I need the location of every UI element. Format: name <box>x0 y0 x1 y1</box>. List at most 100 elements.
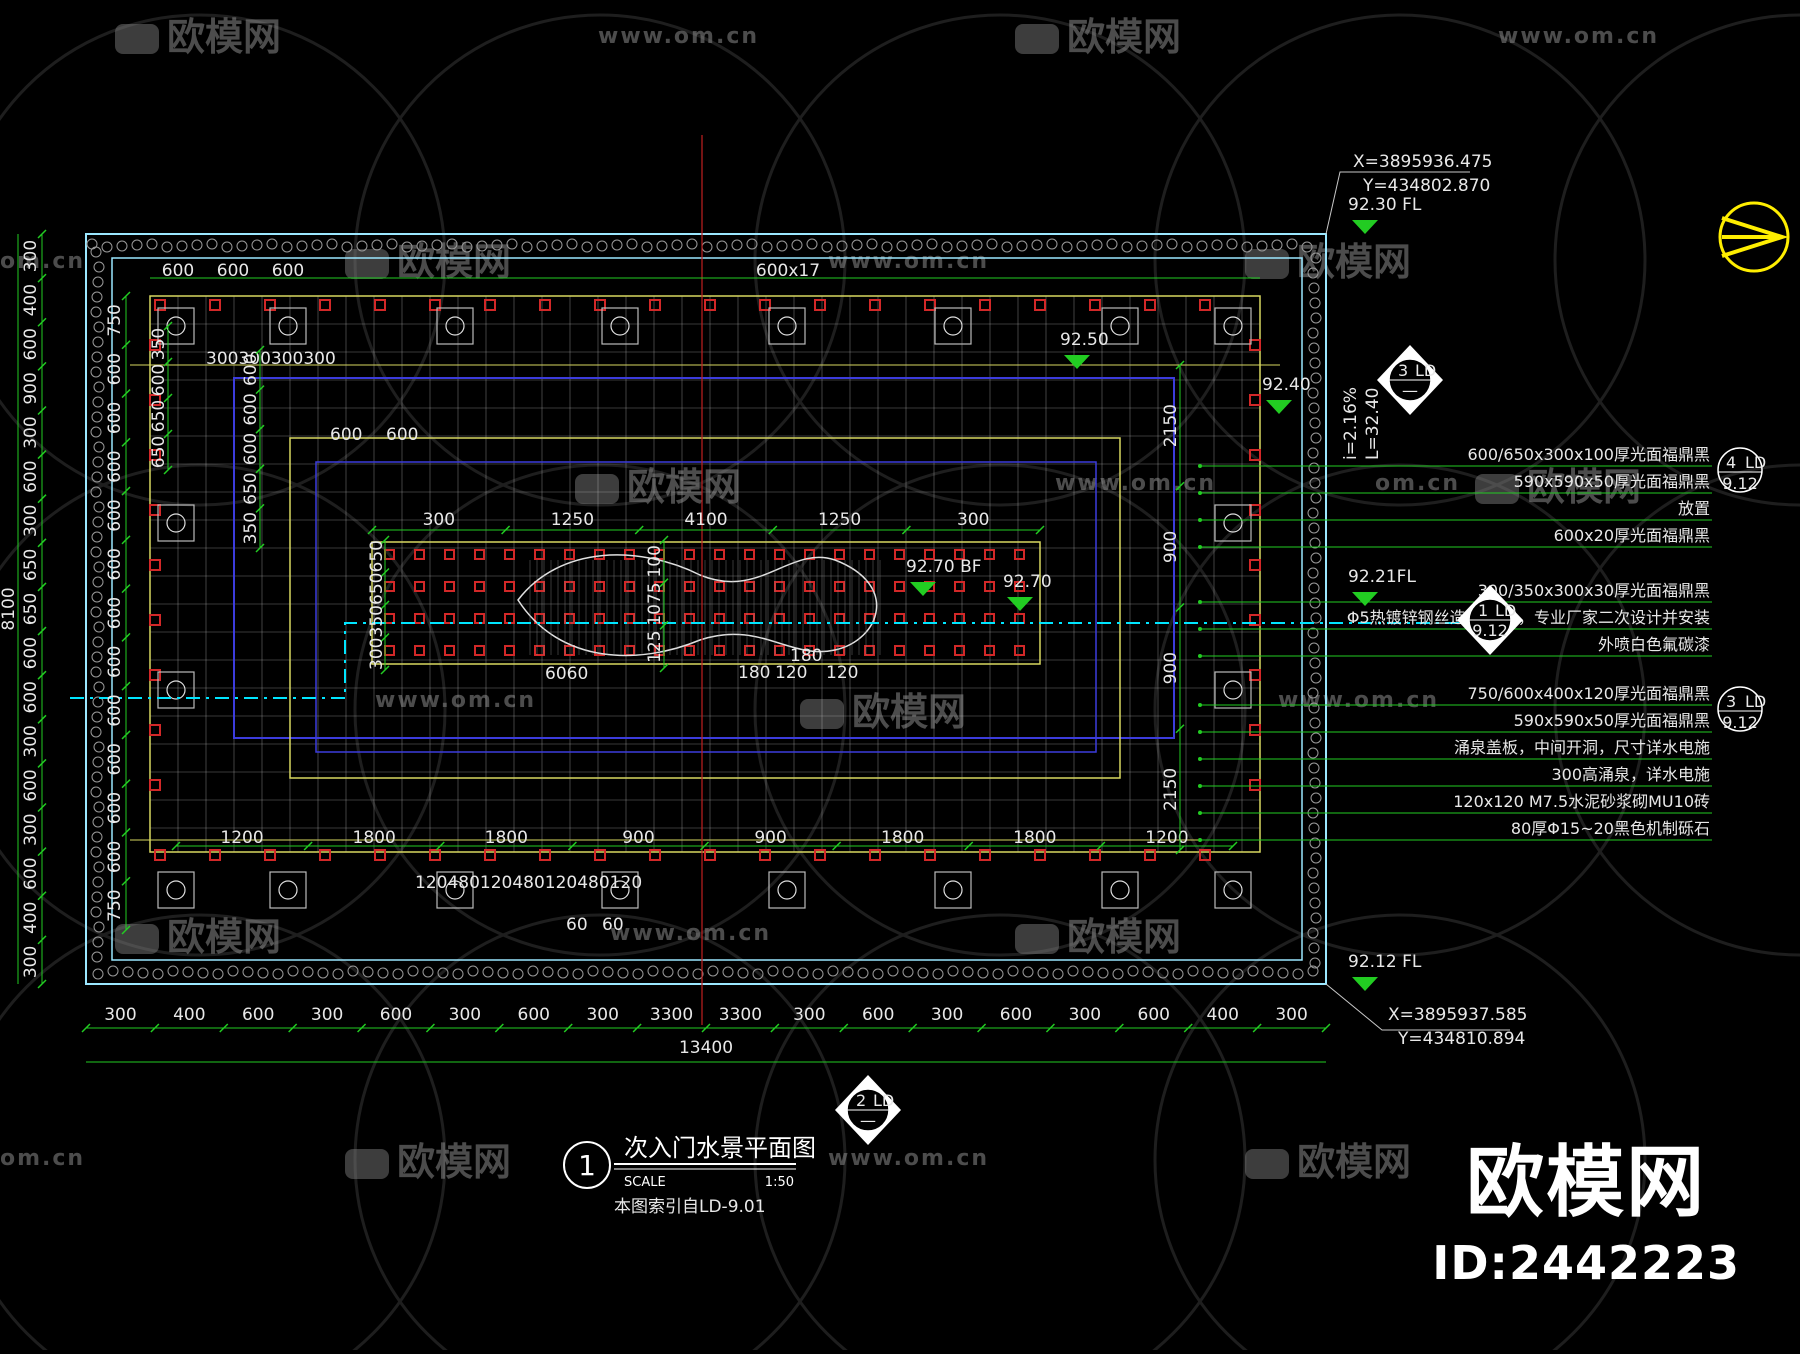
gravel-stone <box>347 965 359 977</box>
pier <box>984 549 995 560</box>
gravel-stone <box>1151 239 1163 251</box>
dim-center-left-v-tick <box>380 535 390 545</box>
dim-left-inner-value: 600 <box>105 792 125 824</box>
brand-id: ID:2442223 <box>1432 1236 1740 1290</box>
level-value: 92.40 <box>1262 375 1311 395</box>
dim-bottom-tick <box>81 1023 91 1033</box>
gravel-stone <box>1308 282 1320 294</box>
gravel-stone <box>1037 967 1049 979</box>
gravel-stone <box>91 291 103 303</box>
dim-left-v1-tick <box>163 357 173 367</box>
gravel-stone <box>212 968 224 980</box>
pier <box>474 613 485 624</box>
fountain-jet <box>1214 671 1252 709</box>
dim-bottom-value: 600 <box>862 1005 894 1025</box>
level-triangle-icon <box>1352 977 1378 991</box>
dim-inner-a-tick <box>964 841 974 851</box>
gravel-stone <box>1309 477 1321 489</box>
gravel-stone <box>1031 239 1043 251</box>
callout-dot <box>1198 491 1202 495</box>
dim-left-inner-tick <box>121 632 131 642</box>
pier <box>594 299 606 311</box>
watermark-circle <box>1553 463 1800 957</box>
pier <box>704 299 716 311</box>
pier <box>894 613 905 624</box>
watermark-circle <box>0 13 447 507</box>
pier <box>474 581 485 592</box>
gravel-stone <box>977 967 989 979</box>
fountain-jet-icon <box>610 880 630 900</box>
gravel-stone <box>302 966 314 978</box>
pier <box>1249 614 1261 626</box>
section-mark-ref: — <box>860 1111 876 1130</box>
gravel-stone <box>1307 267 1319 279</box>
fountain-jet <box>601 871 639 909</box>
gravel-stone <box>92 516 104 528</box>
level-mark: 92.12 FL <box>1348 952 1422 991</box>
fountain-jet-icon <box>166 513 186 533</box>
pier <box>534 645 545 656</box>
pier <box>1249 669 1261 681</box>
gravel-stone <box>1157 967 1169 979</box>
dim-bottom-tick <box>494 1023 504 1033</box>
fountain-jet <box>157 871 195 909</box>
dim-bottom-tick <box>632 1023 642 1033</box>
gravel-stone <box>281 241 293 253</box>
scale-label: SCALE <box>624 1175 666 1190</box>
pier <box>894 645 905 656</box>
gravel-stone <box>91 831 103 843</box>
watermark-sofa-icon <box>1475 474 1519 504</box>
gravel-stone <box>92 876 104 888</box>
dim-left-v1-tick <box>163 393 173 403</box>
pier <box>1014 581 1025 592</box>
watermark-url: www.om.cn <box>1498 24 1659 49</box>
pier <box>594 613 605 624</box>
gravel-stone <box>611 239 623 251</box>
watermark-circle <box>753 913 1247 1354</box>
watermark-sofa-icon <box>1245 1149 1289 1179</box>
pier <box>894 549 905 560</box>
pier <box>714 613 725 624</box>
pier <box>209 299 221 311</box>
pier <box>804 581 815 592</box>
gravel-stone <box>947 965 959 977</box>
dim-left-value: 400 <box>21 902 41 934</box>
gravel-stone <box>1307 867 1319 879</box>
dim-left-value: 300 <box>21 505 41 537</box>
dim-bottom-tick <box>357 1023 367 1033</box>
gravel-stone <box>161 241 173 253</box>
dim-bottom-tick <box>839 1023 849 1033</box>
pier <box>504 581 515 592</box>
watermark-sofa-icon <box>1245 249 1289 279</box>
dim-right-v-tick <box>1175 481 1185 491</box>
level-value: 92.70 BF <box>906 557 982 577</box>
level-mark: 92.40 <box>1262 375 1311 414</box>
gravel-stone <box>1001 241 1013 253</box>
fountain-jet-icon <box>777 316 797 336</box>
pier <box>1014 613 1025 624</box>
dim-left-value: 600 <box>21 681 41 713</box>
gravel-stone <box>986 238 998 250</box>
dim-left-v1-value: 600 <box>149 364 169 396</box>
pier <box>714 645 725 656</box>
gravel-stone <box>1196 240 1208 252</box>
pier <box>149 394 161 406</box>
gravel-stone <box>806 238 818 250</box>
gravel-stone <box>332 968 344 980</box>
pier <box>1199 849 1211 861</box>
dim-center-v-value: 125 <box>645 630 665 662</box>
pier <box>319 299 331 311</box>
dim-inner-a-tick <box>171 841 181 851</box>
dim-left-tick <box>37 405 47 416</box>
gravel-stone <box>91 951 103 963</box>
gravel-stone <box>641 241 653 253</box>
watermark-circle <box>353 913 847 1354</box>
watermark-sofa-icon <box>1015 924 1059 954</box>
pier <box>1034 849 1046 861</box>
gravel-stone <box>647 965 659 977</box>
gravel-stone <box>581 241 593 253</box>
dim-center-left-v-value: 650 <box>367 540 387 572</box>
pier <box>149 779 161 791</box>
